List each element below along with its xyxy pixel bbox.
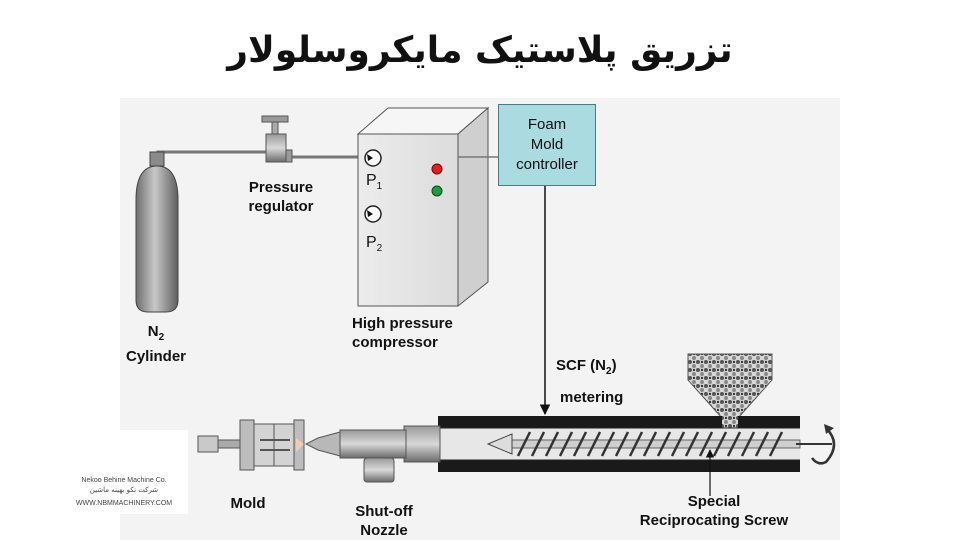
screw-label-line1: Special xyxy=(687,493,741,510)
scf-close: ) xyxy=(611,357,617,374)
company-logo: Nekoo Behine Machine Co. شرکت نکو بهینه … xyxy=(60,430,188,514)
gas-supply-line xyxy=(156,150,360,159)
logo-company-name-fa: شرکت نکو بهینه ماشین xyxy=(89,486,159,494)
pressure-gauge-icon xyxy=(364,205,382,223)
rotation-arrow-icon xyxy=(796,424,836,465)
mold-icon xyxy=(197,419,305,471)
pressure-regulator-label-line1: Pressure xyxy=(248,179,314,196)
logo-company-name: Nekoo Behine Machine Co. xyxy=(81,477,167,484)
scf-label: SCF (N2) xyxy=(556,356,656,381)
compressor-label-line1: High pressure xyxy=(352,315,453,332)
pressure-regulator-label-line2: regulator xyxy=(248,198,314,215)
p2-subscript: 2 xyxy=(376,243,383,255)
compressor-label: High pressure compressor xyxy=(352,314,482,352)
scf-text: SCF (N xyxy=(556,357,606,374)
scf-subscript: 2 xyxy=(606,366,612,377)
controller-line3: controller xyxy=(516,156,578,173)
nozzle-label-line2: Nozzle xyxy=(360,522,408,539)
controller-line1: Foam xyxy=(527,116,567,133)
p1-letter: P xyxy=(366,172,377,189)
metering-label: metering xyxy=(560,389,624,406)
p2-label: P2 xyxy=(366,234,382,254)
p2-letter: P xyxy=(366,234,377,251)
n2-cylinder-label: N2 Cylinder xyxy=(108,322,204,366)
pressure-regulator-label: Pressure regulator xyxy=(226,178,336,216)
green-indicator-light xyxy=(431,185,443,197)
foam-mold-controller: Foam Mold controller xyxy=(498,104,596,186)
p1-label: P1 xyxy=(366,172,382,192)
n2-cylinder-icon xyxy=(135,151,179,313)
pressure-regulator-icon xyxy=(261,115,293,163)
cylinder-label: Cylinder xyxy=(125,348,186,365)
shut-off-nozzle xyxy=(304,425,441,483)
controller-line2: Mold xyxy=(530,136,564,153)
p1-subscript: 1 xyxy=(376,181,383,193)
pressure-gauge-icon xyxy=(364,149,382,167)
red-indicator-light xyxy=(431,163,443,175)
n2-label: N xyxy=(147,323,159,340)
page-title: تزریق پلاستیک مایکروسلولار xyxy=(227,30,733,71)
mold-label: Mold xyxy=(230,495,266,512)
screw-label-line2: Reciprocating Screw xyxy=(639,512,789,529)
screw-label: Special Reciprocating Screw xyxy=(624,492,804,530)
compressor-label-line2: compressor xyxy=(352,334,438,351)
n2-subscript: 2 xyxy=(158,332,165,343)
nozzle-label-line1: Shut-off xyxy=(355,503,413,520)
nozzle-label: Shut-off Nozzle xyxy=(344,502,424,540)
logo-website: WWW.NBMMACHINERY.COM xyxy=(75,500,173,507)
